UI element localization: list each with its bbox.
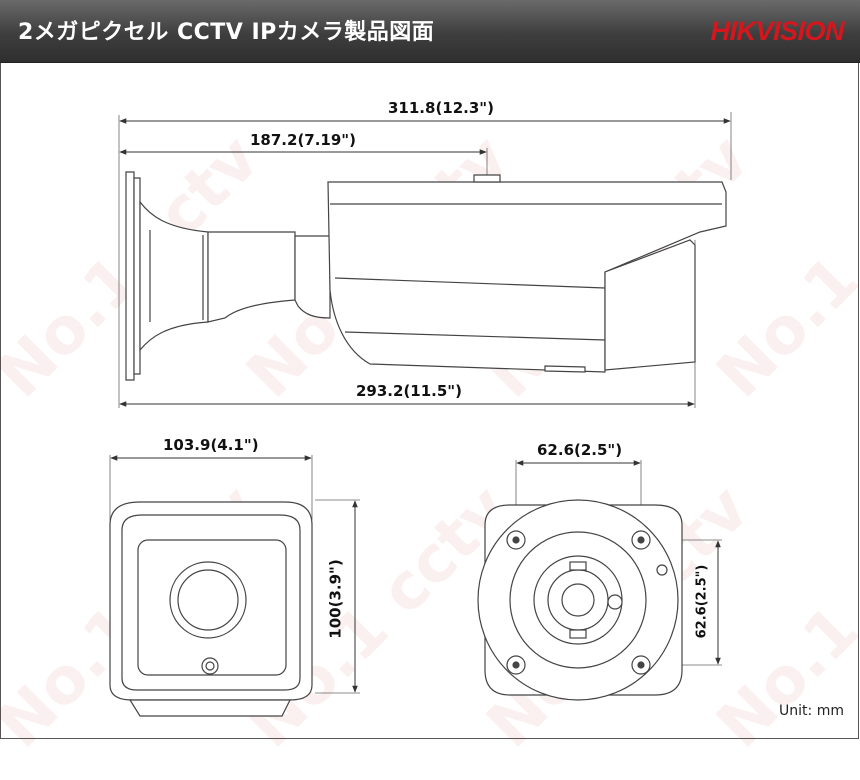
dim-body-length: 293.2(11.5") — [356, 382, 462, 400]
side-view — [118, 112, 732, 408]
dim-base-hole-vertical: 62.6(2.5") — [694, 564, 710, 639]
unit-label: Unit: mm — [779, 703, 844, 719]
dim-mount-to-cap: 187.2(7.19") — [250, 131, 356, 149]
header-bar: 2メガピクセル CCTV IPカメラ製品図面 HIKVISION — [0, 0, 860, 63]
dim-total-length: 311.8(12.3") — [388, 99, 494, 117]
drawing-frame — [0, 63, 859, 739]
base-view — [477, 460, 722, 701]
dim-front-height: 100(3.9") — [326, 559, 345, 639]
dim-front-width: 103.9(4.1") — [163, 436, 259, 454]
brand-logo: HIKVISION — [710, 16, 844, 46]
page-title: 2メガピクセル CCTV IPカメラ製品図面 — [18, 20, 435, 45]
dim-base-hole-horizontal: 62.6(2.5") — [537, 441, 623, 459]
front-view — [109, 455, 360, 717]
